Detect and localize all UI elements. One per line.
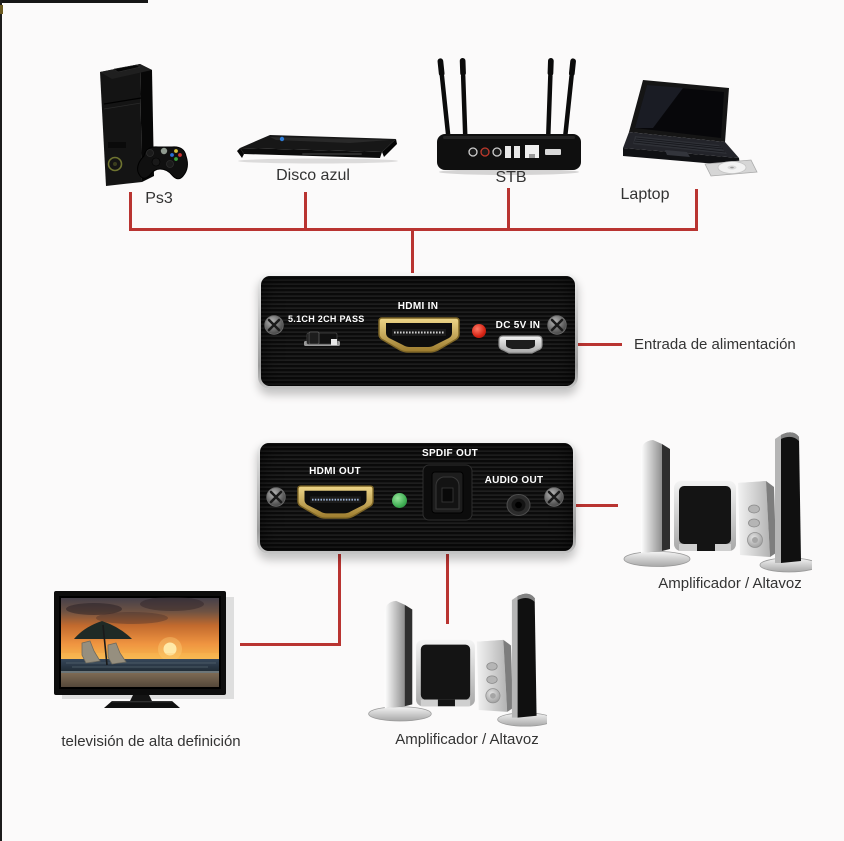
connector-laptop-drop xyxy=(695,189,698,230)
ps3-label: Ps3 xyxy=(145,190,173,207)
bluray-logo-icon xyxy=(279,136,285,142)
connector-stb-drop xyxy=(507,188,510,230)
connector-input-bus xyxy=(129,228,698,231)
micro-usb-port xyxy=(498,335,543,354)
audio-out-label: AUDIO OUT xyxy=(484,475,544,486)
connector-spdif-to-amp xyxy=(446,548,449,624)
extractor-front-faceplate: 5.1CH 2CH PASS HDMI IN DC 5V IN xyxy=(261,276,575,386)
stb-label: STB xyxy=(495,169,527,186)
screw-icon xyxy=(264,315,284,335)
tv-label: televisión de alta definición xyxy=(61,733,241,750)
stb-image xyxy=(437,58,581,175)
laptop-label: Laptop xyxy=(620,186,670,203)
scan-artifact-left xyxy=(0,0,2,841)
spdif-out-label: SPDIF OUT xyxy=(421,448,479,459)
hdmi-out-port xyxy=(297,485,374,519)
screw-icon xyxy=(544,487,564,507)
mode-switch-label: 5.1CH 2CH PASS xyxy=(288,314,365,324)
beach-chair-icon xyxy=(81,640,127,665)
tv-screen-sunset xyxy=(61,597,219,687)
connector-ps3-drop xyxy=(129,192,132,230)
amp-bottom-label: Amplificador / Altavoz xyxy=(395,731,539,748)
connector-hdmiout-to-tv xyxy=(240,643,341,646)
tv-image xyxy=(54,591,234,708)
hdmi-out-label: HDMI OUT xyxy=(309,466,361,477)
antenna-icon xyxy=(437,58,576,137)
amp-right-label: Amplificador / Altavoz xyxy=(658,575,802,592)
connector-power-callout xyxy=(574,343,622,346)
disc-tray-icon xyxy=(704,159,758,177)
connector-audio-to-amp-right xyxy=(572,504,618,507)
connector-hdmiout-vertical xyxy=(338,548,341,646)
audio-jack-port xyxy=(506,494,531,516)
screw-icon xyxy=(547,315,567,335)
bluray-label: Disco azul xyxy=(276,167,350,184)
scan-artifact-chip xyxy=(0,5,3,14)
connector-bluray-drop xyxy=(304,192,307,230)
ps3-console-image xyxy=(100,64,188,186)
stb-front-ports xyxy=(468,145,561,158)
hdmi-in-label: HDMI IN xyxy=(397,301,439,312)
extractor-front-panel: 5.1CH 2CH PASS HDMI IN DC 5V IN xyxy=(258,273,578,389)
status-led-green xyxy=(392,493,407,508)
scan-artifact-top xyxy=(0,0,148,3)
extractor-rear-faceplate: HDMI OUT SPDIF OUT AUDIO OUT xyxy=(260,443,573,551)
laptop-image xyxy=(623,80,758,177)
game-controller-icon xyxy=(137,146,188,180)
channel-mode-switch xyxy=(304,331,340,346)
amplifier-speaker-bottom-image xyxy=(368,593,547,727)
power-input-annotation: Entrada de alimentación xyxy=(634,336,796,353)
power-led-red xyxy=(472,324,486,338)
screw-icon xyxy=(266,487,286,507)
extractor-rear-panel: HDMI OUT SPDIF OUT AUDIO OUT xyxy=(257,440,576,554)
amplifier-speaker-right-image xyxy=(623,432,812,573)
beach-umbrella-icon xyxy=(74,621,132,666)
hdmi-in-port xyxy=(378,317,460,353)
dc-power-label: DC 5V IN xyxy=(495,320,541,331)
toslink-optical-port xyxy=(422,464,473,521)
bluray-player-image xyxy=(237,135,398,164)
connector-bus-to-extractor xyxy=(411,230,414,275)
